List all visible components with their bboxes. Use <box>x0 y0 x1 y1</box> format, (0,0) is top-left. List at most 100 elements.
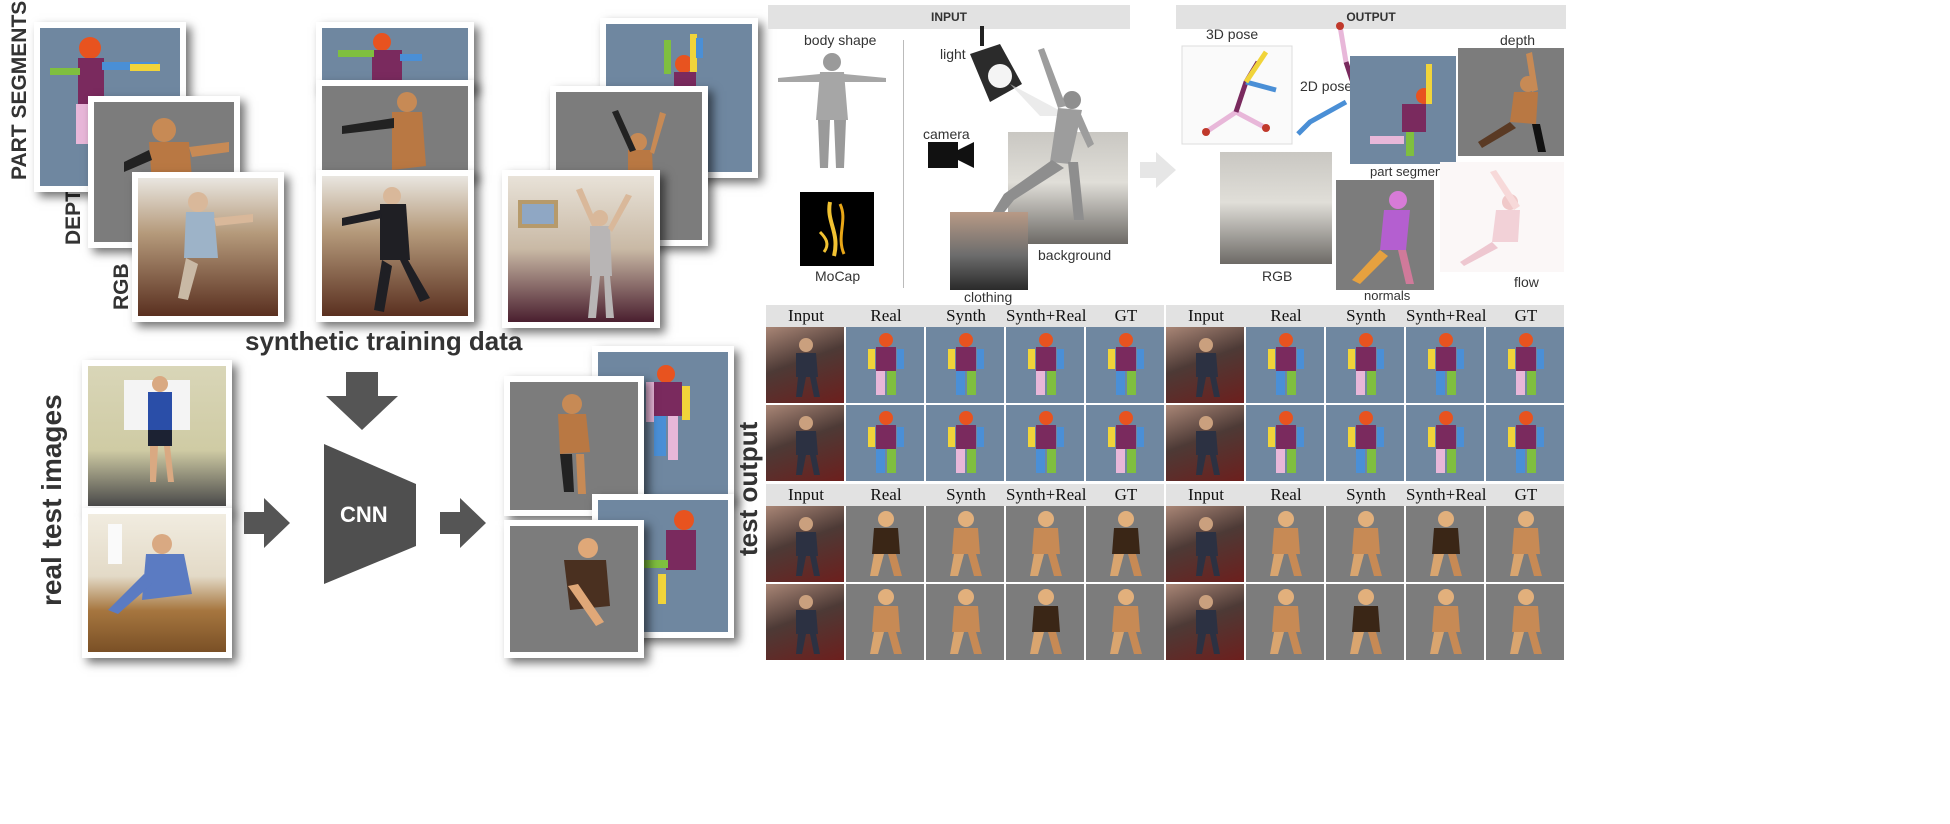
result-thumbnail <box>1406 584 1484 660</box>
stack2-depth-image <box>316 80 474 178</box>
result-thumbnail <box>926 584 1004 660</box>
result-thumbnail <box>926 506 1004 582</box>
stack1-rgb-image <box>132 172 284 322</box>
rgb-label: RGB <box>1262 268 1293 284</box>
result-thumbnail <box>846 584 924 660</box>
result-thumbnail <box>1406 506 1484 582</box>
stack3-rgb-image <box>502 170 660 328</box>
right-arrow-icon <box>440 498 486 548</box>
col-real: Real <box>870 485 902 504</box>
col-synth-real: Synth+Real <box>1006 485 1087 504</box>
grid-depth-left-header-bg <box>766 484 1164 506</box>
input-thumbnail <box>766 506 844 582</box>
result-thumbnail <box>1486 327 1564 403</box>
result-thumbnail <box>846 405 924 481</box>
clothing-image <box>950 212 1028 290</box>
result-thumbnail <box>1406 405 1484 481</box>
col-real: Real <box>870 306 902 325</box>
col-input: Input <box>1188 306 1224 325</box>
real-test-images-caption: real test images <box>36 394 67 606</box>
col-input: Input <box>788 306 824 325</box>
result-thumbnail <box>1006 506 1084 582</box>
result-thumbnail <box>1246 506 1324 582</box>
col-synth: Synth <box>946 306 986 325</box>
synthetic-training-caption: synthetic training data <box>245 326 523 356</box>
col-real: Real <box>1270 306 1302 325</box>
cnn-block <box>324 444 416 584</box>
clothing-label: clothing <box>964 289 1013 305</box>
result-thumbnail <box>1086 405 1164 481</box>
col-input: Input <box>788 485 824 504</box>
input-thumbnail <box>766 327 844 403</box>
pose2d-label: 2D pose <box>1300 78 1353 94</box>
col-synth: Synth <box>1346 306 1386 325</box>
output-normals <box>1336 180 1434 290</box>
camera-label: camera <box>923 126 970 142</box>
result-thumbnail <box>1326 506 1404 582</box>
col-gt: GT <box>1114 306 1138 325</box>
stack2-rgb-image <box>316 170 474 322</box>
segment-figure <box>1370 64 1432 156</box>
label-part-segments: PART SEGMENTS <box>8 0 31 180</box>
real-test-image-2 <box>82 508 232 658</box>
pose3d-plot <box>1181 45 1293 145</box>
test-output-depth-1 <box>504 376 644 516</box>
result-thumbnail <box>1486 506 1564 582</box>
output-header: OUTPUT <box>1176 5 1566 29</box>
result-thumbnail <box>1246 584 1324 660</box>
label-rgb: RGB <box>110 263 133 310</box>
background-label: background <box>1038 247 1112 263</box>
right-arrow-icon <box>1140 152 1176 188</box>
col-synth-real: Synth+Real <box>1406 485 1487 504</box>
body-shape-figure <box>778 53 886 168</box>
normals-label: normals <box>1364 288 1411 303</box>
col-synth: Synth <box>946 485 986 504</box>
result-thumbnail <box>1486 584 1564 660</box>
col-real: Real <box>1270 485 1302 504</box>
result-thumbnail <box>1486 405 1564 481</box>
input-thumbnail <box>766 584 844 660</box>
rgb-person <box>124 376 190 482</box>
result-thumbnail <box>1406 327 1484 403</box>
rgb-person <box>178 192 253 300</box>
test-output-depth-2 <box>504 520 644 658</box>
light-label: light <box>940 46 966 62</box>
col-synth: Synth <box>1346 485 1386 504</box>
result-thumbnail <box>926 327 1004 403</box>
test-output-caption: test output <box>733 421 763 556</box>
input-divider <box>903 40 904 288</box>
result-thumbnail <box>846 506 924 582</box>
col-gt: GT <box>1514 485 1538 504</box>
col-input: Input <box>1188 485 1224 504</box>
body-shape-label: body shape <box>804 32 877 48</box>
light-icon <box>970 26 1070 116</box>
col-gt: GT <box>1114 485 1138 504</box>
input-thumbnail <box>766 405 844 481</box>
output-part-segments <box>1350 56 1456 164</box>
rendered-body <box>988 48 1094 220</box>
result-thumbnail <box>1326 327 1404 403</box>
input-thumbnail <box>1166 584 1244 660</box>
segment-figure <box>338 33 422 80</box>
col-synth-real: Synth+Real <box>1006 306 1087 325</box>
depth-label: depth <box>1500 32 1536 48</box>
mocap-trails <box>818 201 846 257</box>
flow-label: flow <box>1514 274 1539 290</box>
flow-figure <box>1460 170 1520 266</box>
input-thumbnail <box>1166 327 1244 403</box>
down-arrow-icon <box>326 372 398 430</box>
real-test-image-1 <box>82 360 232 512</box>
normals-figure <box>1352 191 1414 284</box>
depth-figure <box>342 92 426 170</box>
result-thumbnail <box>1246 327 1324 403</box>
depth-figure <box>564 538 610 626</box>
segment-figure <box>638 510 696 604</box>
output-rgb <box>1220 152 1332 264</box>
mocap-image <box>800 192 874 266</box>
grid-depth-right-header-bg <box>1166 484 1564 506</box>
result-thumbnail <box>1006 327 1084 403</box>
result-thumbnail <box>926 405 1004 481</box>
input-thumbnail <box>1166 506 1244 582</box>
output-flow <box>1440 162 1564 272</box>
result-thumbnail <box>1326 405 1404 481</box>
